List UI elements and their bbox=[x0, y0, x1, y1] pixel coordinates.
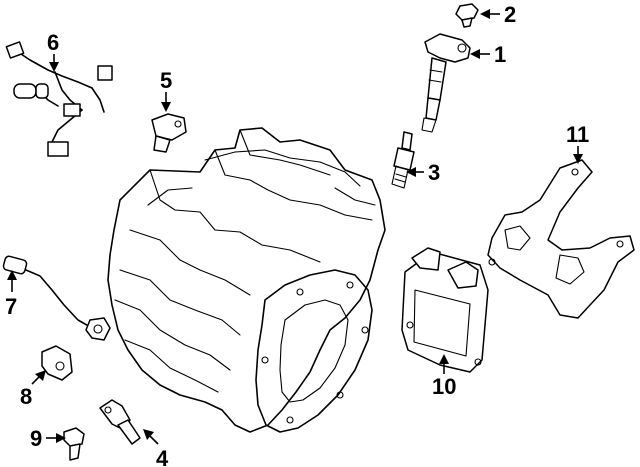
sensor-bracket bbox=[41, 345, 73, 381]
ecm-bracket bbox=[487, 159, 635, 319]
engine-block bbox=[107, 127, 386, 433]
callout-11: 11 bbox=[566, 122, 589, 147]
callout-10: 10 bbox=[432, 374, 456, 399]
leader-lines bbox=[7, 9, 583, 445]
position-sensor bbox=[99, 399, 141, 445]
callout-7: 7 bbox=[5, 294, 17, 319]
ignition-coil bbox=[421, 33, 471, 133]
callout-8: 8 bbox=[20, 384, 32, 409]
callout-4: 4 bbox=[156, 446, 169, 467]
engine-control-module bbox=[401, 247, 489, 373]
callout-9: 9 bbox=[30, 426, 42, 451]
knock-sensor bbox=[2, 255, 111, 341]
bracket-bolt bbox=[63, 427, 85, 461]
callout-2: 2 bbox=[504, 2, 516, 27]
callout-3: 3 bbox=[428, 160, 440, 185]
callout-1: 1 bbox=[494, 42, 506, 67]
camshaft-sensor bbox=[151, 113, 187, 153]
wiring-harness bbox=[5, 41, 113, 157]
coil-bolt bbox=[455, 3, 479, 28]
callout-6: 6 bbox=[47, 30, 59, 55]
callout-5: 5 bbox=[160, 68, 172, 93]
spark-plug bbox=[391, 131, 415, 189]
